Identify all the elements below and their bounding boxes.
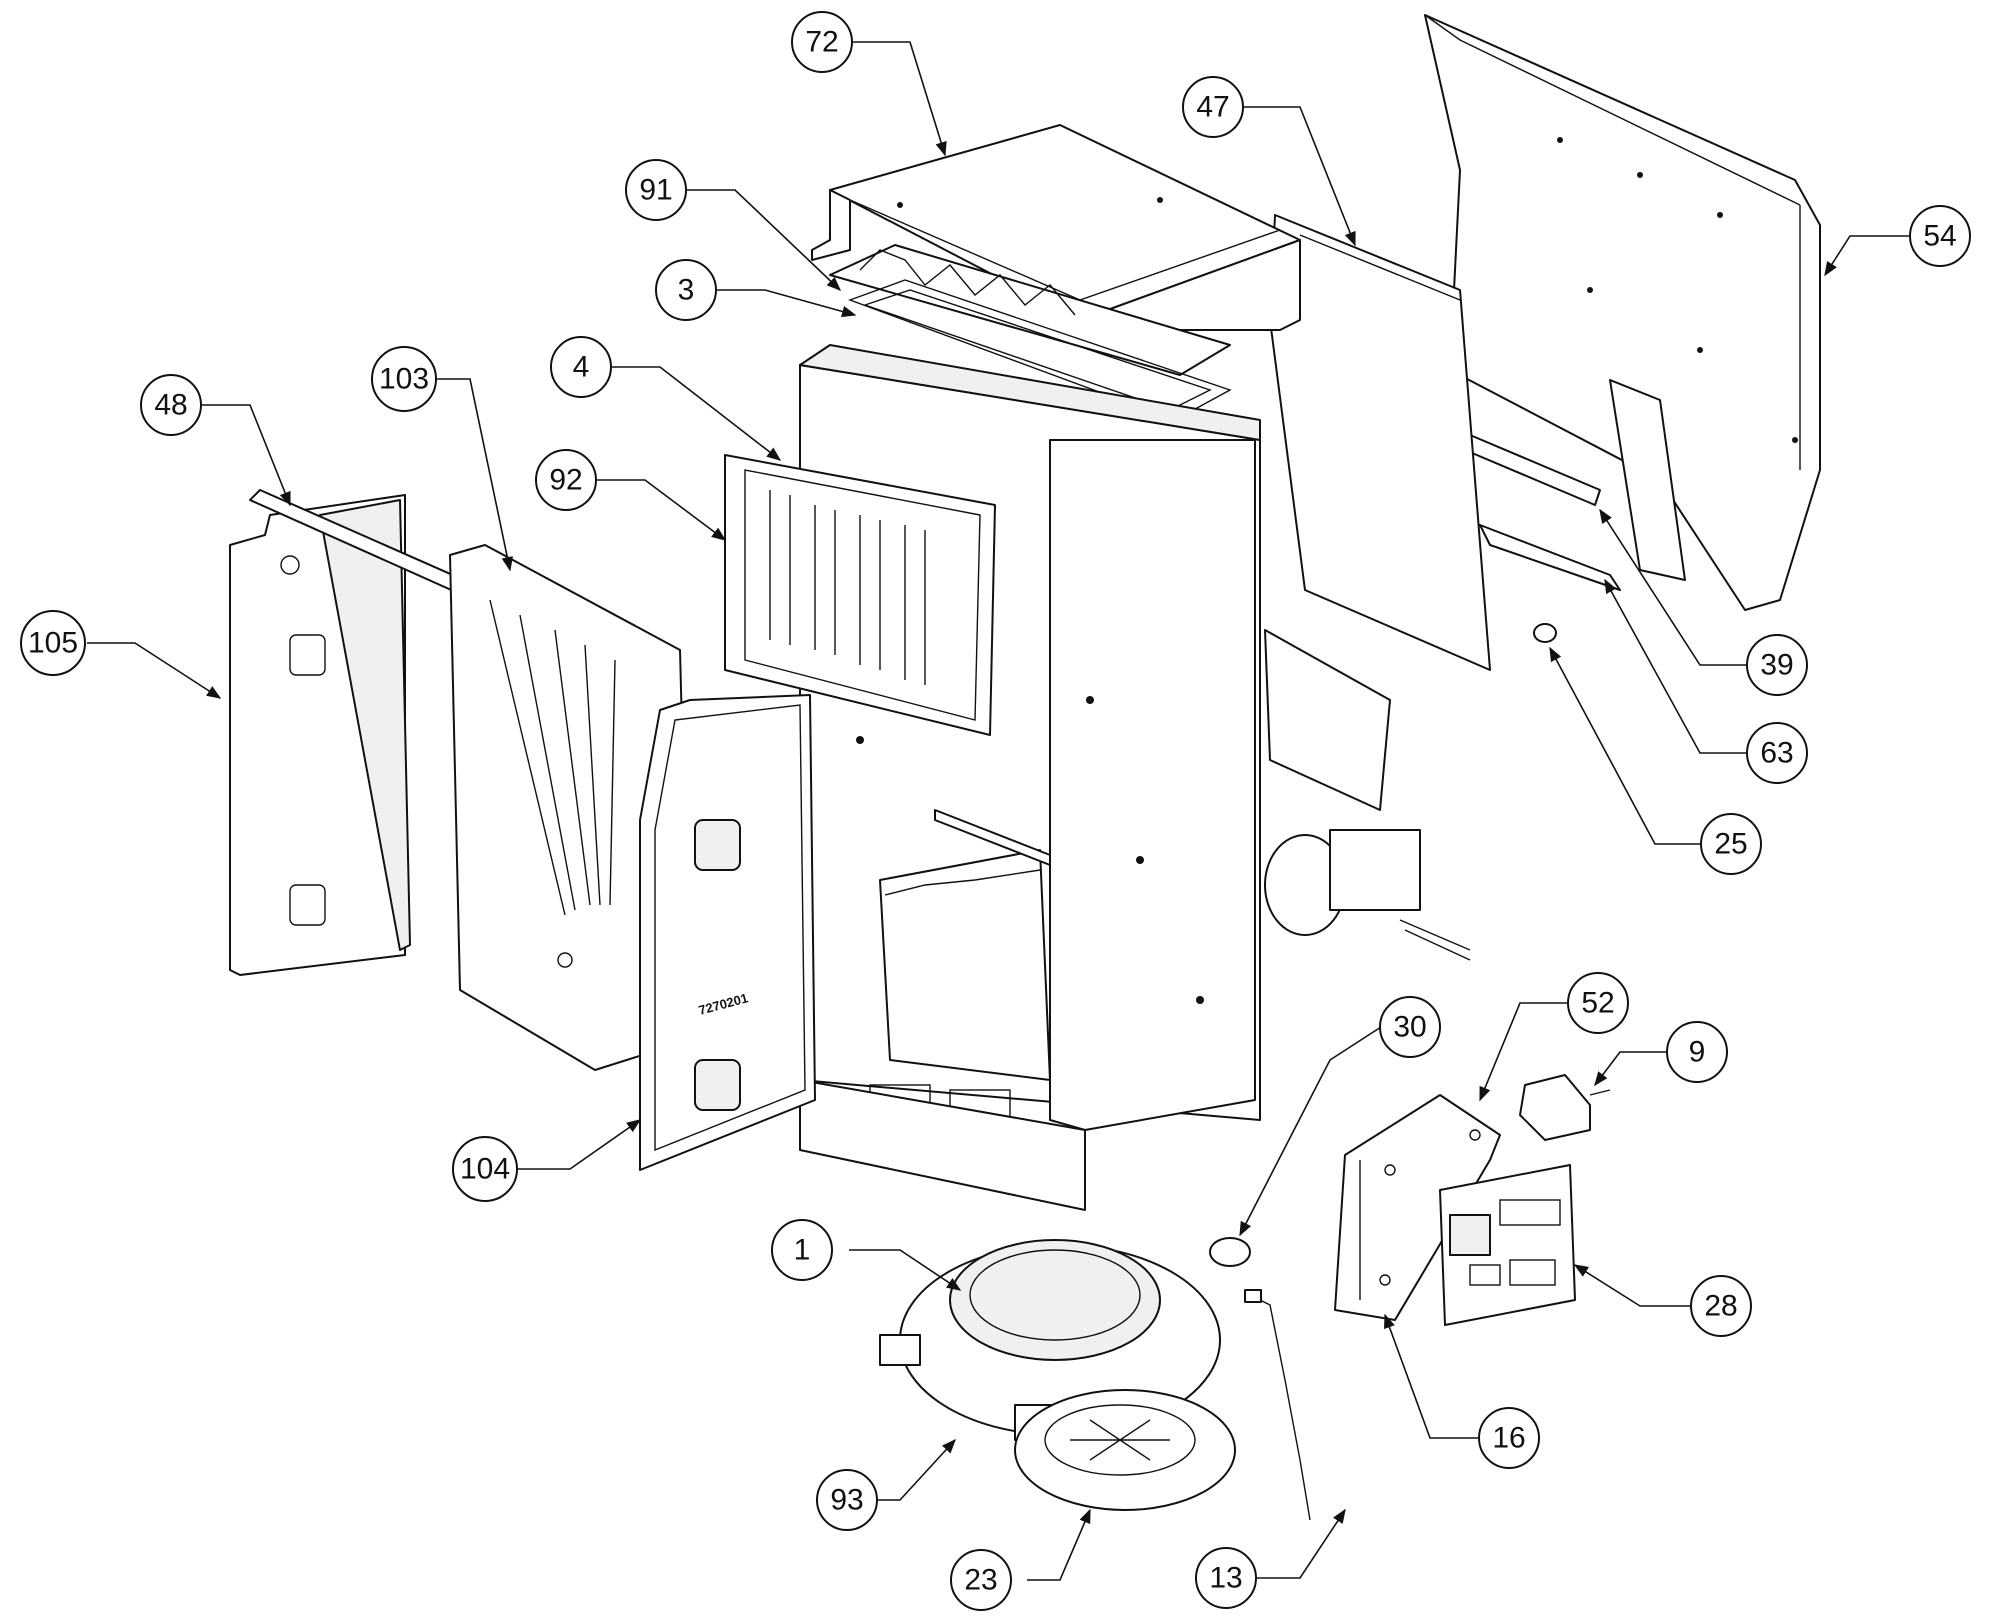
part-28-control-pcb [1439, 1164, 1576, 1326]
leader-47 [1242, 106, 1356, 247]
svg-text:47: 47 [1196, 91, 1229, 124]
part-72-top-hood [811, 124, 1301, 331]
callout-63: 63 [1746, 722, 1808, 784]
leader-72 [851, 41, 947, 157]
leader-3 [715, 289, 857, 318]
main-chassis [799, 344, 1261, 1211]
svg-text:30: 30 [1393, 1011, 1426, 1044]
svg-text:63: 63 [1760, 737, 1793, 770]
part-30-sensor [1209, 1237, 1251, 1267]
svg-text:39: 39 [1760, 649, 1793, 682]
callout-25: 25 [1700, 813, 1762, 875]
svg-text:93: 93 [830, 1484, 863, 1517]
part-63-bracket [1479, 524, 1621, 591]
callout-104: 104 [452, 1136, 518, 1202]
part-3-gasket [847, 279, 1232, 421]
leader-9 [1594, 1051, 1668, 1087]
svg-text:3: 3 [678, 274, 695, 307]
part-9-connector [1519, 1074, 1611, 1141]
leader-93 [876, 1438, 956, 1501]
callout-16: 16 [1478, 1407, 1540, 1469]
callout-92: 92 [535, 449, 597, 511]
leader-48 [200, 404, 291, 507]
leader-30 [1239, 1026, 1382, 1237]
leader-105 [87, 642, 222, 699]
leader-103 [436, 378, 513, 572]
callout-30: 30 [1379, 996, 1441, 1058]
callout-72: 72 [791, 11, 853, 73]
callout-91: 91 [625, 159, 687, 221]
leader-28 [1573, 1264, 1692, 1307]
callout-93: 93 [816, 1469, 878, 1531]
leader-23 [1027, 1508, 1091, 1581]
leader-16 [1384, 1313, 1480, 1439]
svg-text:54: 54 [1923, 220, 1956, 253]
callout-23: 23 [950, 1549, 1012, 1611]
svg-text:9: 9 [1689, 1036, 1706, 1069]
part-23-fan-impeller [1014, 1389, 1236, 1511]
leader-4 [610, 366, 782, 461]
leader-104 [517, 1119, 642, 1170]
callout-4: 4 [550, 336, 612, 398]
callout-52: 52 [1567, 972, 1629, 1034]
svg-text:105: 105 [28, 627, 78, 660]
leader-54 [1824, 235, 1911, 277]
fan-motor-assembly [1264, 629, 1471, 961]
svg-text:4: 4 [573, 351, 590, 384]
svg-text:48: 48 [154, 389, 187, 422]
callout-103: 103 [371, 346, 437, 412]
part-105-side-panel [229, 494, 411, 976]
callout-48: 48 [140, 374, 202, 436]
leader-13 [1255, 1508, 1346, 1579]
svg-text:72: 72 [805, 26, 838, 59]
part-25-grommet [1533, 623, 1557, 643]
svg-text:16: 16 [1492, 1422, 1525, 1455]
part-104-front-door: 7270201 [639, 694, 816, 1171]
svg-text:103: 103 [379, 363, 429, 396]
part-39-bracket [1464, 379, 1686, 581]
callout-3: 3 [655, 259, 717, 321]
svg-text:1: 1 [794, 1234, 811, 1267]
svg-text:13: 13 [1209, 1562, 1242, 1595]
part-54-rear-panel [1424, 14, 1821, 611]
callout-47: 47 [1182, 76, 1244, 138]
part-92-exchanger-plate [724, 454, 996, 736]
leader-25 [1549, 646, 1702, 845]
callout-28: 28 [1690, 1275, 1752, 1337]
callout-13: 13 [1195, 1547, 1257, 1609]
leader-63 [1604, 578, 1748, 754]
svg-text:92: 92 [549, 464, 582, 497]
part-13-probe [1244, 1289, 1311, 1521]
svg-text:91: 91 [639, 174, 672, 207]
svg-text:23: 23 [964, 1564, 997, 1597]
part-93-burner-housing [879, 1239, 1221, 1441]
leader-92 [595, 479, 727, 541]
svg-text:104: 104 [460, 1153, 510, 1186]
callout-54: 54 [1909, 205, 1971, 267]
svg-text:52: 52 [1581, 987, 1614, 1020]
leader-52 [1479, 1002, 1569, 1102]
callout-39: 39 [1746, 634, 1808, 696]
leader-91 [685, 189, 842, 291]
part-52-pcb-bracket [1334, 1094, 1501, 1321]
svg-text:28: 28 [1704, 1290, 1737, 1323]
leader-1 [849, 1249, 962, 1291]
svg-text:25: 25 [1714, 828, 1747, 861]
leader-39 [1599, 508, 1748, 666]
callout-1: 1 [771, 1219, 833, 1281]
leader-lines [87, 41, 1911, 1581]
callout-105: 105 [20, 610, 86, 676]
callout-9: 9 [1666, 1021, 1728, 1083]
